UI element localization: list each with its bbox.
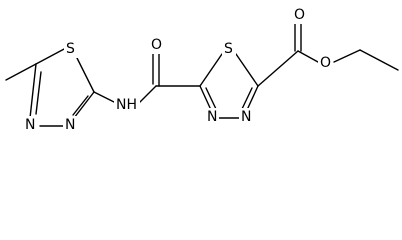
bond-ring-c-ester [257, 50, 299, 87]
bond-nh-c [137, 85, 157, 105]
bond-n-c2r [199, 85, 212, 111]
amide-linker [93, 53, 201, 105]
atom-ester-o-carbonyl: O [294, 7, 305, 23]
bond-n-c2r-double [205, 87, 217, 110]
atom-n-right-1: N [241, 109, 251, 125]
atom-n-left-2: N [25, 117, 35, 133]
atom-s-right: S [224, 41, 233, 57]
bond-c2r-s [199, 53, 223, 87]
ethyl-ester [257, 23, 399, 87]
atom-n-right-2: N [207, 109, 217, 125]
left-thiadiazole-ring [5, 47, 95, 127]
bond-c5-s [35, 47, 67, 65]
bond-ester-c-o-ether [297, 50, 319, 63]
atom-amide-o: O [151, 37, 162, 53]
atom-s-left: S [66, 41, 75, 57]
bond-c5r-n-double [241, 87, 253, 110]
bond-ch2-ch3 [359, 49, 399, 71]
atom-n-left-1: N [65, 117, 75, 133]
bond-o-ch2 [333, 49, 361, 63]
bond-c2-n [73, 91, 95, 119]
bond-c2-n-double [72, 95, 89, 116]
bond-n-c5 [29, 63, 37, 119]
bond-s-c5r [235, 53, 259, 87]
atom-amide-nh: NH [116, 97, 137, 113]
methyl-bond [5, 63, 37, 81]
bond-n-c5-double [35, 71, 42, 115]
atom-labels: S N N NH O S N N O O [23, 6, 332, 134]
bond-s-c2 [75, 55, 95, 93]
right-thiadiazole-ring [199, 53, 259, 119]
bond-c5r-n [246, 85, 259, 111]
atom-ester-o-ether: O [320, 55, 331, 71]
molecule-structure: S N N NH O S N N O O [5, 6, 399, 134]
